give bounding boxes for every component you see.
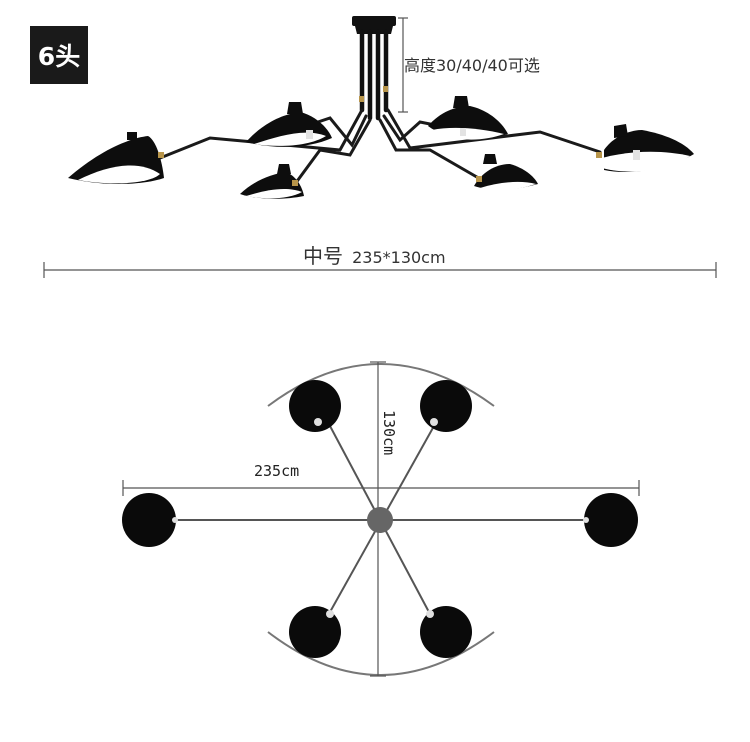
size-label: 中号 235*130cm	[303, 240, 446, 269]
lamp-shade-far-left	[68, 132, 164, 184]
head-count-badge: 6头	[30, 26, 88, 84]
size-dimensions: 235*130cm	[352, 248, 446, 267]
width-dimension-line	[43, 262, 717, 278]
height-dimension	[398, 17, 408, 113]
top-view-arcs	[267, 363, 495, 676]
lamp-shade-upper-right	[428, 96, 508, 140]
top-view-width-label: 235cm	[254, 462, 300, 480]
ceiling-canopy	[352, 16, 396, 34]
top-view-hub	[367, 507, 393, 533]
top-view-lamp-upper-right	[420, 380, 472, 432]
center-stems	[359, 29, 389, 121]
size-name: 中号	[303, 244, 343, 268]
top-view-lamp-upper-left	[289, 380, 341, 432]
top-view-lamp-lower-left	[289, 606, 341, 658]
top-view-lamp-left	[122, 493, 178, 547]
lamp-shade-lower-left	[240, 164, 304, 199]
top-view-lamp-right	[583, 493, 638, 547]
lamp-shade-far-right	[596, 124, 694, 173]
lamp-shade-upper-left	[246, 102, 332, 147]
top-view-lamp-lower-right	[420, 606, 472, 658]
lamp-arms	[158, 108, 602, 186]
lamp-shade-lower-right	[474, 154, 538, 191]
stem-brass-joints	[359, 86, 388, 102]
height-options-label: 高度30/40/40可选	[404, 56, 540, 75]
